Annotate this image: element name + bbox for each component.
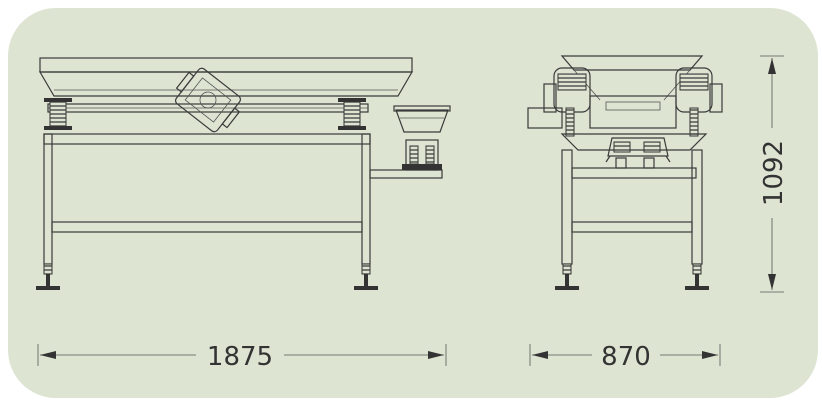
side-body — [589, 95, 677, 129]
frame-lower-rail — [51, 221, 363, 233]
foot-right — [354, 263, 378, 290]
dimension-label-front-width: 1875 — [207, 342, 273, 372]
spring-left — [49, 99, 67, 129]
dimension-label-side-width: 870 — [601, 342, 651, 372]
side-foot-left — [555, 263, 579, 290]
side-body-slot — [605, 101, 661, 111]
trough-body — [38, 71, 414, 97]
side-motor-left — [543, 67, 591, 113]
spring-right-base — [338, 126, 366, 130]
bowl-rim — [393, 105, 451, 112]
dimension-height: 1092 — [759, 55, 789, 293]
side-frame-top — [560, 133, 708, 151]
dimension-front-width: 1875 — [37, 342, 447, 372]
background-panel — [8, 8, 818, 398]
spring-right-cap — [338, 98, 366, 102]
spring-left-cap — [44, 98, 72, 102]
dimension-label-height: 1092 — [759, 140, 789, 206]
side-weigh-bracket — [605, 137, 671, 169]
front-view — [36, 57, 451, 290]
side-spring-left — [565, 107, 575, 137]
side-lower-rail — [571, 221, 693, 233]
side-spring-right — [689, 107, 699, 137]
vibration-motor — [174, 67, 242, 133]
side-view — [527, 55, 723, 290]
spring-left-base — [44, 126, 72, 130]
dimension-side-width: 870 — [529, 342, 721, 372]
foot-left — [36, 263, 60, 290]
spring-right — [343, 99, 361, 129]
side-tray — [527, 107, 563, 129]
side-foot-right — [685, 263, 709, 290]
collector-bowl — [395, 109, 449, 133]
